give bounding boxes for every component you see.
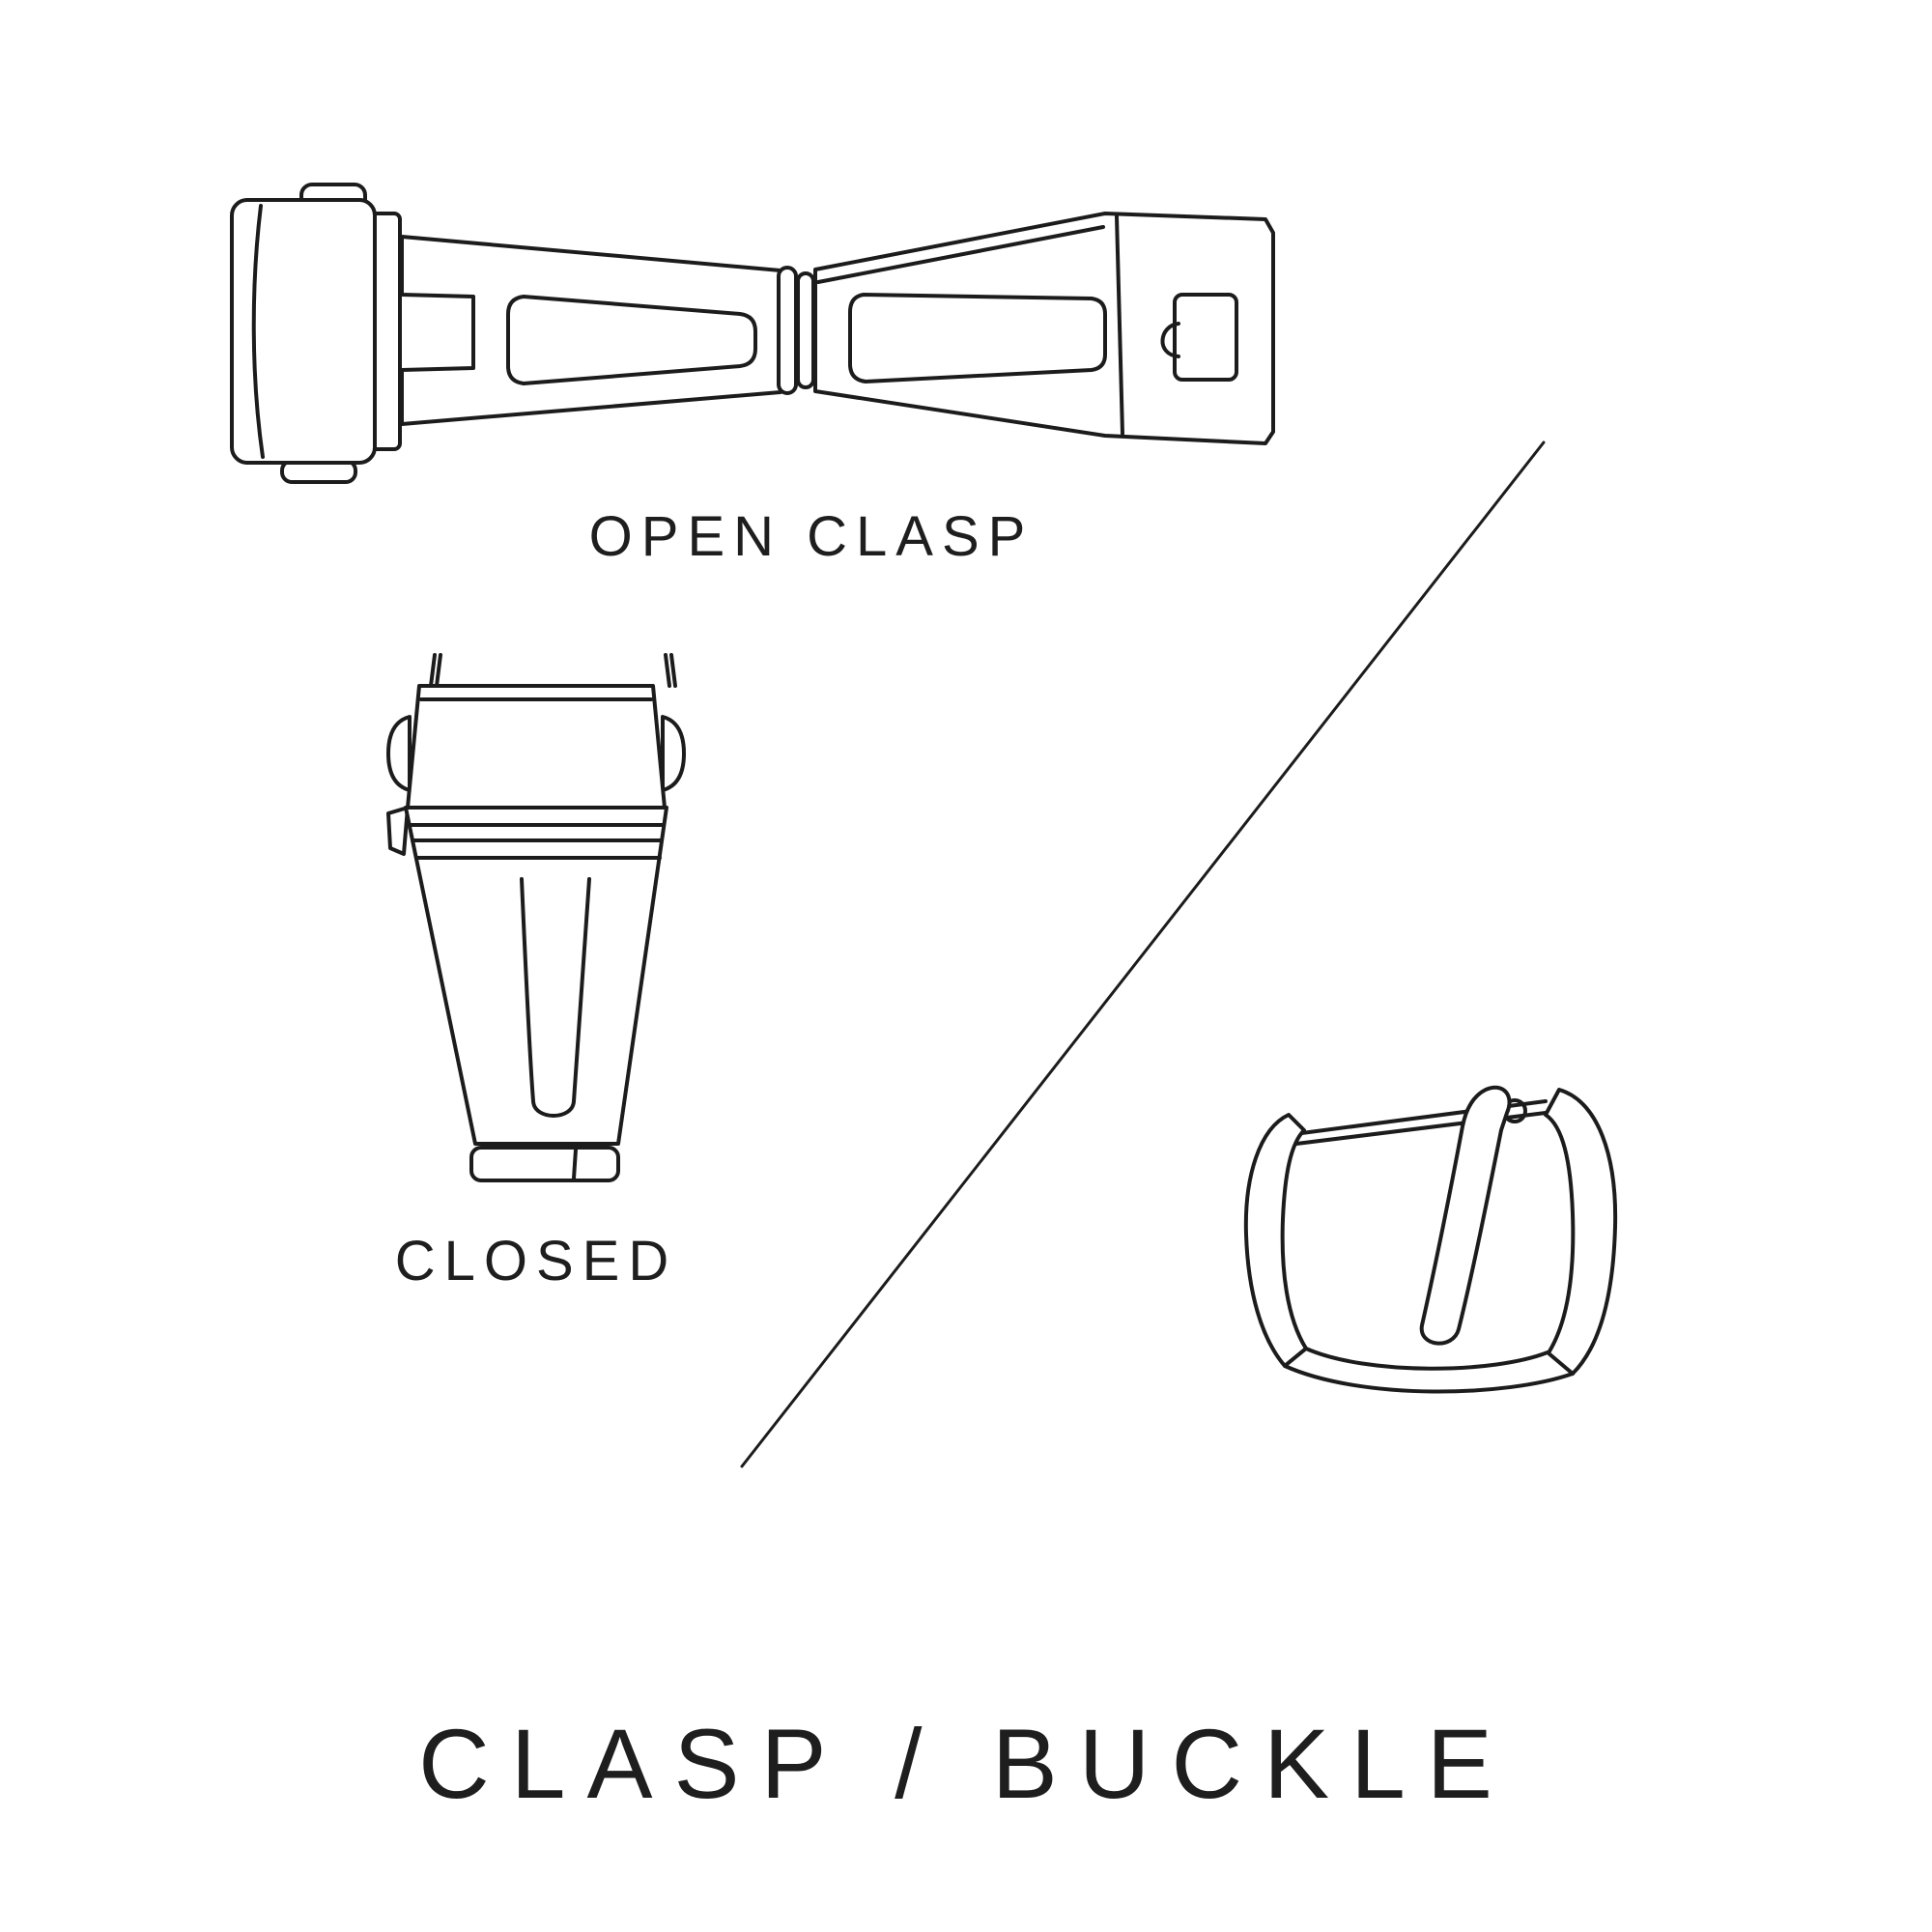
page-title: CLASP / BUCKLE	[418, 1709, 1514, 1819]
closed-clasp-left-tab	[386, 806, 410, 856]
hinge-bar-2	[796, 271, 815, 389]
end-block-edge-line	[251, 204, 265, 459]
right-arm-inner-outline	[848, 293, 1107, 384]
end-block-body	[230, 198, 377, 465]
prong-right	[664, 653, 677, 688]
open-clasp-label: OPEN CLASP	[588, 505, 1035, 568]
closed-clasp-band-lines	[408, 823, 666, 860]
buckle-right-bar	[1544, 1088, 1618, 1376]
right-arm-plate	[813, 212, 1275, 445]
left-arm-inner-outline	[506, 295, 757, 385]
closed-clasp-right-ear	[661, 715, 686, 792]
closed-clasp-left-ear	[386, 715, 412, 792]
closed-clasp-inner-slot	[520, 877, 591, 1118]
closed-clasp-label: CLOSED	[394, 1230, 678, 1293]
closed-clasp-prongs	[429, 653, 677, 688]
right-arm-end-link-seam	[1115, 214, 1124, 436]
left-arm-plate	[400, 235, 782, 426]
pin-buckle-illustration	[1243, 1085, 1618, 1394]
buckle-left-bar	[1243, 1113, 1308, 1368]
open-clasp-right-arm	[813, 212, 1275, 445]
open-clasp-hinge	[777, 266, 815, 395]
closed-clasp-top-block	[406, 684, 667, 810]
closed-clasp-foot	[469, 1146, 620, 1182]
buckle-bottom-bar	[1283, 1347, 1575, 1394]
open-clasp-illustration	[230, 183, 1275, 484]
buckle-tongue	[1419, 1085, 1512, 1346]
diagonal-divider-line	[740, 440, 1546, 1468]
open-clasp-left-end-block	[230, 183, 402, 484]
hinge-bar-1	[777, 266, 798, 395]
closed-clasp-illustration	[386, 653, 686, 1182]
closed-clasp-foot-seam	[572, 1148, 578, 1180]
right-arm-hook	[1160, 322, 1180, 358]
divider-line	[740, 440, 1546, 1468]
right-arm-slot	[1173, 293, 1238, 382]
prong-left	[429, 653, 442, 688]
open-clasp-left-arm	[400, 235, 782, 426]
right-arm-top-fold-line	[816, 225, 1105, 284]
